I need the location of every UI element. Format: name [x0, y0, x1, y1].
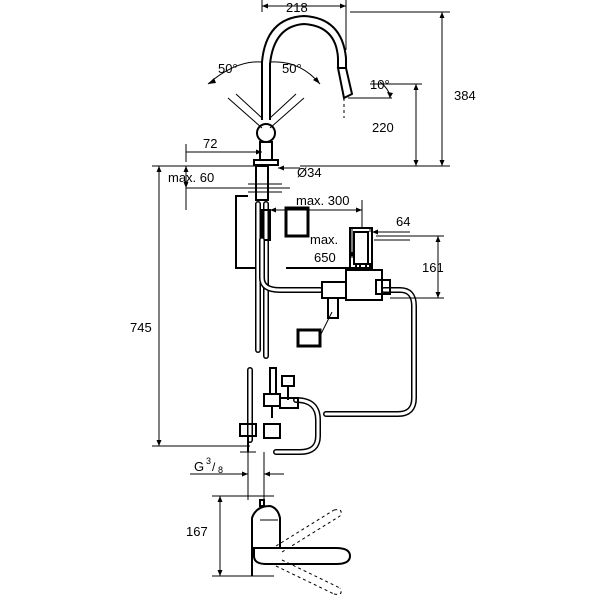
- angle-50-right: 50°: [269, 61, 321, 85]
- label-max-650-b: 650: [314, 250, 336, 265]
- control-box: [284, 206, 391, 319]
- label-161: 161: [422, 260, 444, 275]
- label-220: 220: [372, 120, 394, 135]
- dimension-384: 384: [300, 11, 476, 167]
- cabinet-outline: [235, 195, 360, 269]
- side-view: 167: [186, 495, 352, 595]
- deck-and-shank: [156, 165, 290, 201]
- label-thread-g: G: [194, 459, 204, 474]
- dimension-161: 161: [376, 235, 444, 299]
- dimension-72: 72: [185, 136, 262, 162]
- angle-50-left: 50°: [207, 61, 263, 85]
- label-max-60: max. 60: [168, 170, 214, 185]
- label-72: 72: [203, 136, 217, 151]
- label-745: 745: [130, 320, 152, 335]
- label-max-650-a: max.: [310, 232, 338, 247]
- label-50-right: 50°: [282, 61, 302, 76]
- connection-hose-right: [323, 287, 417, 417]
- battery-pack: [296, 311, 333, 348]
- label-diameter-34: Ø34: [297, 165, 322, 180]
- supply-connection: [239, 423, 265, 500]
- flex-hose-down: [247, 367, 321, 455]
- dimension-max-300: max. 300: [270, 193, 363, 228]
- dimension-218: 218: [261, 0, 347, 50]
- label-64: 64: [396, 214, 410, 229]
- dimension-max-60: max. 60: [168, 166, 214, 210]
- label-218: 218: [286, 0, 308, 15]
- lever-handle: [227, 93, 305, 166]
- dimension-220: 220: [370, 83, 422, 166]
- dimension-64: 64: [369, 214, 410, 241]
- label-10-deg: 10°: [370, 77, 390, 92]
- angle-valve-assembly: [263, 367, 299, 439]
- label-thread-slash: /: [212, 460, 216, 474]
- dimension-thread: G 3 / 8: [190, 456, 284, 477]
- pull-out-hose: [255, 201, 271, 359]
- hose-loop: [259, 237, 323, 293]
- label-384: 384: [454, 88, 476, 103]
- label-max-300: max. 300: [296, 193, 349, 208]
- faucet-spout: [261, 14, 354, 120]
- spout-angle-10: 10°: [348, 77, 393, 99]
- dimension-diameter-34: Ø34: [278, 165, 322, 180]
- label-50-left: 50°: [218, 61, 238, 76]
- label-167: 167: [186, 524, 208, 539]
- dimension-745: 745: [130, 165, 250, 447]
- label-thread-den: 8: [218, 465, 223, 475]
- label-thread-num: 3: [206, 456, 211, 466]
- dimension-max-650: max. 650: [310, 228, 355, 265]
